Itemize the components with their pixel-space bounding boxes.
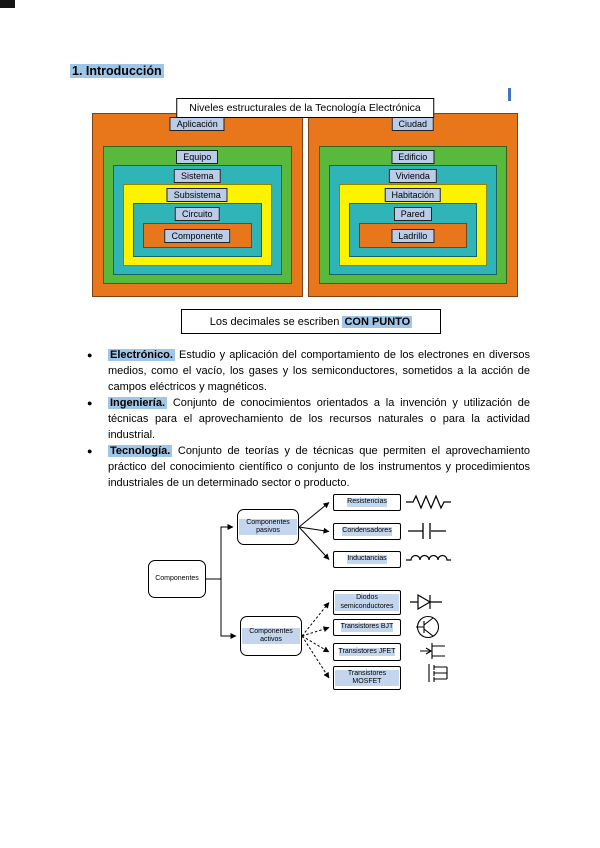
item-bjt-box: Transistores BJT [333, 619, 401, 636]
scan-artifact [0, 0, 15, 8]
note-highlight: CON PUNTO [342, 315, 413, 328]
mosfet-transistor-symbol-icon [423, 660, 449, 691]
active-group-label: Componentes activos [242, 627, 300, 645]
resistor-symbol-icon [405, 494, 451, 515]
level-label-componente: Componente [164, 228, 231, 243]
level-box-edificio: Edificio Vivienda Habitación Pared Ladri… [318, 146, 507, 284]
definitions-list: ● Electrónico. Estudio y aplicación del … [70, 347, 530, 491]
definition-electronico: ● Electrónico. Estudio y aplicación del … [70, 347, 530, 395]
electronics-levels-panel: Aplicación Equipo Sistema Subsistema Cir… [92, 113, 303, 297]
level-box-componente: Componente [143, 223, 252, 248]
level-box-habitacion: Habitación Pared Ladrillo [338, 184, 487, 266]
diode-symbol-icon [409, 593, 443, 616]
jfet-transistor-symbol-icon [419, 640, 447, 667]
level-box-pared: Pared Ladrillo [348, 203, 477, 257]
item-condensadores-box: Condensadores [333, 523, 401, 540]
section-heading: 1. Introducción [70, 64, 164, 78]
level-label-vivienda: Vivienda [388, 169, 437, 183]
text-cursor-mark [508, 88, 511, 101]
bjt-transistor-symbol-icon [415, 615, 441, 644]
item-diodos-label: Diodos semiconductores [335, 594, 399, 611]
definition-text: Conjunto de conocimientos orientados a l… [108, 397, 530, 441]
components-root-box: Componentes [148, 560, 206, 598]
level-label-sistema: Sistema [173, 169, 221, 183]
definition-term: Ingeniería. [108, 397, 168, 409]
item-diodos-box: Diodos semiconductores [333, 590, 401, 615]
item-jfet-label: Transistores JFET [338, 647, 396, 657]
bullet-marker: ● [87, 398, 93, 408]
level-label-ladrillo: Ladrillo [391, 228, 435, 243]
item-jfet-box: Transistores JFET [333, 643, 401, 661]
item-mosfet-box: Transistores MOSFET [333, 666, 401, 690]
passive-group-label: Componentes pasivos [239, 518, 297, 536]
item-condensadores-label: Condensadores [342, 527, 392, 536]
definition-text: Conjunto de teorías y de técnicas que pe… [108, 445, 530, 489]
definition-term: Electrónico. [108, 349, 175, 361]
level-label-edificio: Edificio [391, 150, 435, 164]
passive-group-box: Componentes pasivos [237, 509, 299, 545]
inductor-symbol-icon [405, 550, 451, 569]
active-group-box: Componentes activos [240, 616, 302, 656]
item-inductancias-box: Inductancias [333, 551, 401, 568]
level-label-equipo: Equipo [176, 150, 219, 164]
levels-diagram: Niveles estructurales de la Tecnología E… [92, 98, 518, 297]
level-label-ciudad: Ciudad [391, 117, 435, 131]
levels-panels: Aplicación Equipo Sistema Subsistema Cir… [92, 113, 518, 297]
level-box-vivienda: Vivienda Habitación Pared Ladrillo [328, 165, 497, 275]
level-box-subsistema: Subsistema Circuito Componente [123, 184, 272, 266]
bullet-marker: ● [87, 350, 93, 360]
level-box-equipo: Equipo Sistema Subsistema Circuito Compo… [103, 146, 292, 284]
item-inductancias-label: Inductancias [347, 555, 387, 564]
level-box-circuito: Circuito Componente [133, 203, 262, 257]
definition-tecnologia: ● Tecnología. Conjunto de teorías y de t… [70, 443, 530, 491]
level-label-aplicacion: Aplicación [169, 117, 225, 131]
definition-text: Estudio y aplicación del comportamiento … [108, 349, 530, 393]
level-box-ladrillo: Ladrillo [358, 223, 467, 248]
definition-term: Tecnología. [108, 445, 173, 457]
item-mosfet-label: Transistores MOSFET [335, 669, 399, 687]
note-text: Los decimales se escriben [209, 315, 343, 328]
components-root-label: Componentes [155, 574, 199, 582]
components-flowchart: Componentes Componentes pasivos Componen… [145, 488, 460, 698]
bullet-marker: ● [87, 446, 93, 456]
connector-lines [206, 502, 330, 679]
item-resistencias-label: Resistencias [347, 498, 387, 507]
level-label-circuito: Circuito [174, 207, 220, 221]
city-levels-panel: Ciudad Edificio Vivienda Habitación Pare… [307, 113, 518, 297]
item-bjt-label: Transistores BJT [340, 623, 394, 632]
definition-ingenieria: ● Ingeniería. Conjunto de conocimientos … [70, 395, 530, 443]
decimals-note-box: Los decimales se escriben CON PUNTO [181, 309, 441, 334]
level-box-sistema: Sistema Subsistema Circuito Componente [113, 165, 282, 275]
level-label-subsistema: Subsistema [166, 188, 228, 202]
level-label-pared: Pared [393, 207, 432, 221]
capacitor-symbol-icon [407, 522, 447, 545]
levels-diagram-title: Niveles estructurales de la Tecnología E… [176, 98, 434, 118]
level-label-habitacion: Habitación [384, 188, 442, 202]
item-resistencias-box: Resistencias [333, 494, 401, 511]
section-heading-text: 1. Introducción [70, 64, 164, 78]
